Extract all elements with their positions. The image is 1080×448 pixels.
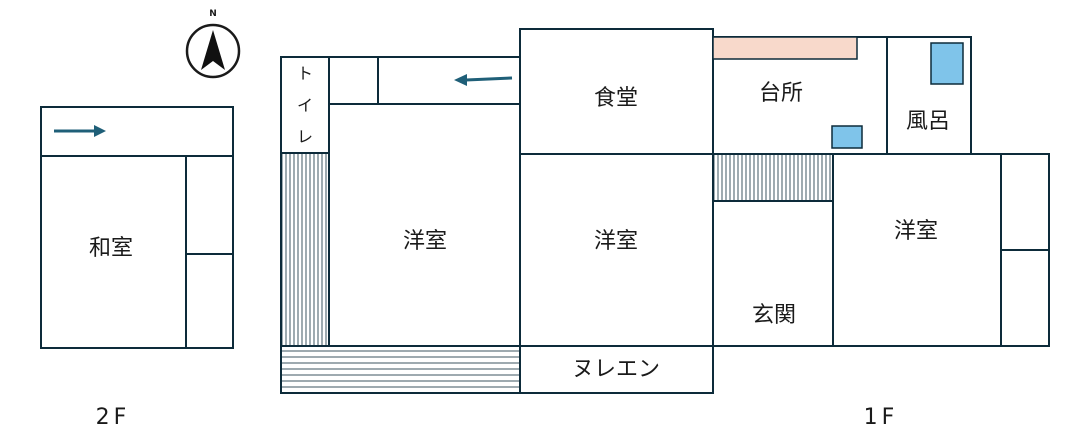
kitchen-sink-icon	[831, 125, 863, 149]
toilet-label-char-3: レ	[297, 127, 313, 146]
room-nureen	[519, 345, 714, 394]
north-arrow-icon	[201, 30, 225, 70]
room-label-daidokoro: 台所	[759, 81, 803, 106]
2f-direction-arrow-icon	[54, 125, 106, 137]
entrance-step	[712, 153, 834, 202]
room-label-genkan: 玄関	[752, 303, 796, 328]
toilet-label-char-1: ト	[297, 64, 313, 83]
corridor	[377, 56, 521, 105]
floor-2f: 和室	[40, 106, 234, 349]
floor-label-2f: 2F	[96, 405, 131, 430]
closet-right-lower	[1000, 249, 1050, 347]
room-yoshitsu-left	[328, 103, 521, 347]
compass: N	[185, 9, 241, 79]
2f-outline	[40, 106, 234, 349]
room-label-yoshitsu-center: 洋室	[594, 229, 638, 254]
room-label-nureen: ヌレエン	[572, 357, 660, 382]
compass-north-label: N	[209, 9, 217, 19]
toilet-label-char-2: イ	[297, 96, 313, 115]
engawa-bottom	[280, 345, 521, 394]
engawa-left	[280, 152, 330, 347]
room-label-yoshitsu-left: 洋室	[403, 229, 447, 254]
kitchen-counter	[712, 36, 858, 60]
floor-label-1f: 1F	[864, 405, 899, 430]
bathtub-icon	[930, 42, 964, 85]
room-yoshitsu-right	[832, 153, 1002, 347]
room-label-shokudo: 食堂	[594, 86, 638, 111]
closet-right-upper	[1000, 153, 1050, 251]
room-label-yoshitsu-right: 洋室	[894, 219, 938, 244]
room-label-washitsu: 和室	[89, 236, 133, 261]
corridor-closet	[328, 56, 379, 105]
1f-direction-arrow-icon	[454, 74, 513, 86]
room-label-furo: 風呂	[906, 109, 950, 134]
floor-1f: ト イ レ 食堂 台所 風呂 洋室 洋室 洋室 玄関 ヌレエン	[280, 28, 1050, 394]
